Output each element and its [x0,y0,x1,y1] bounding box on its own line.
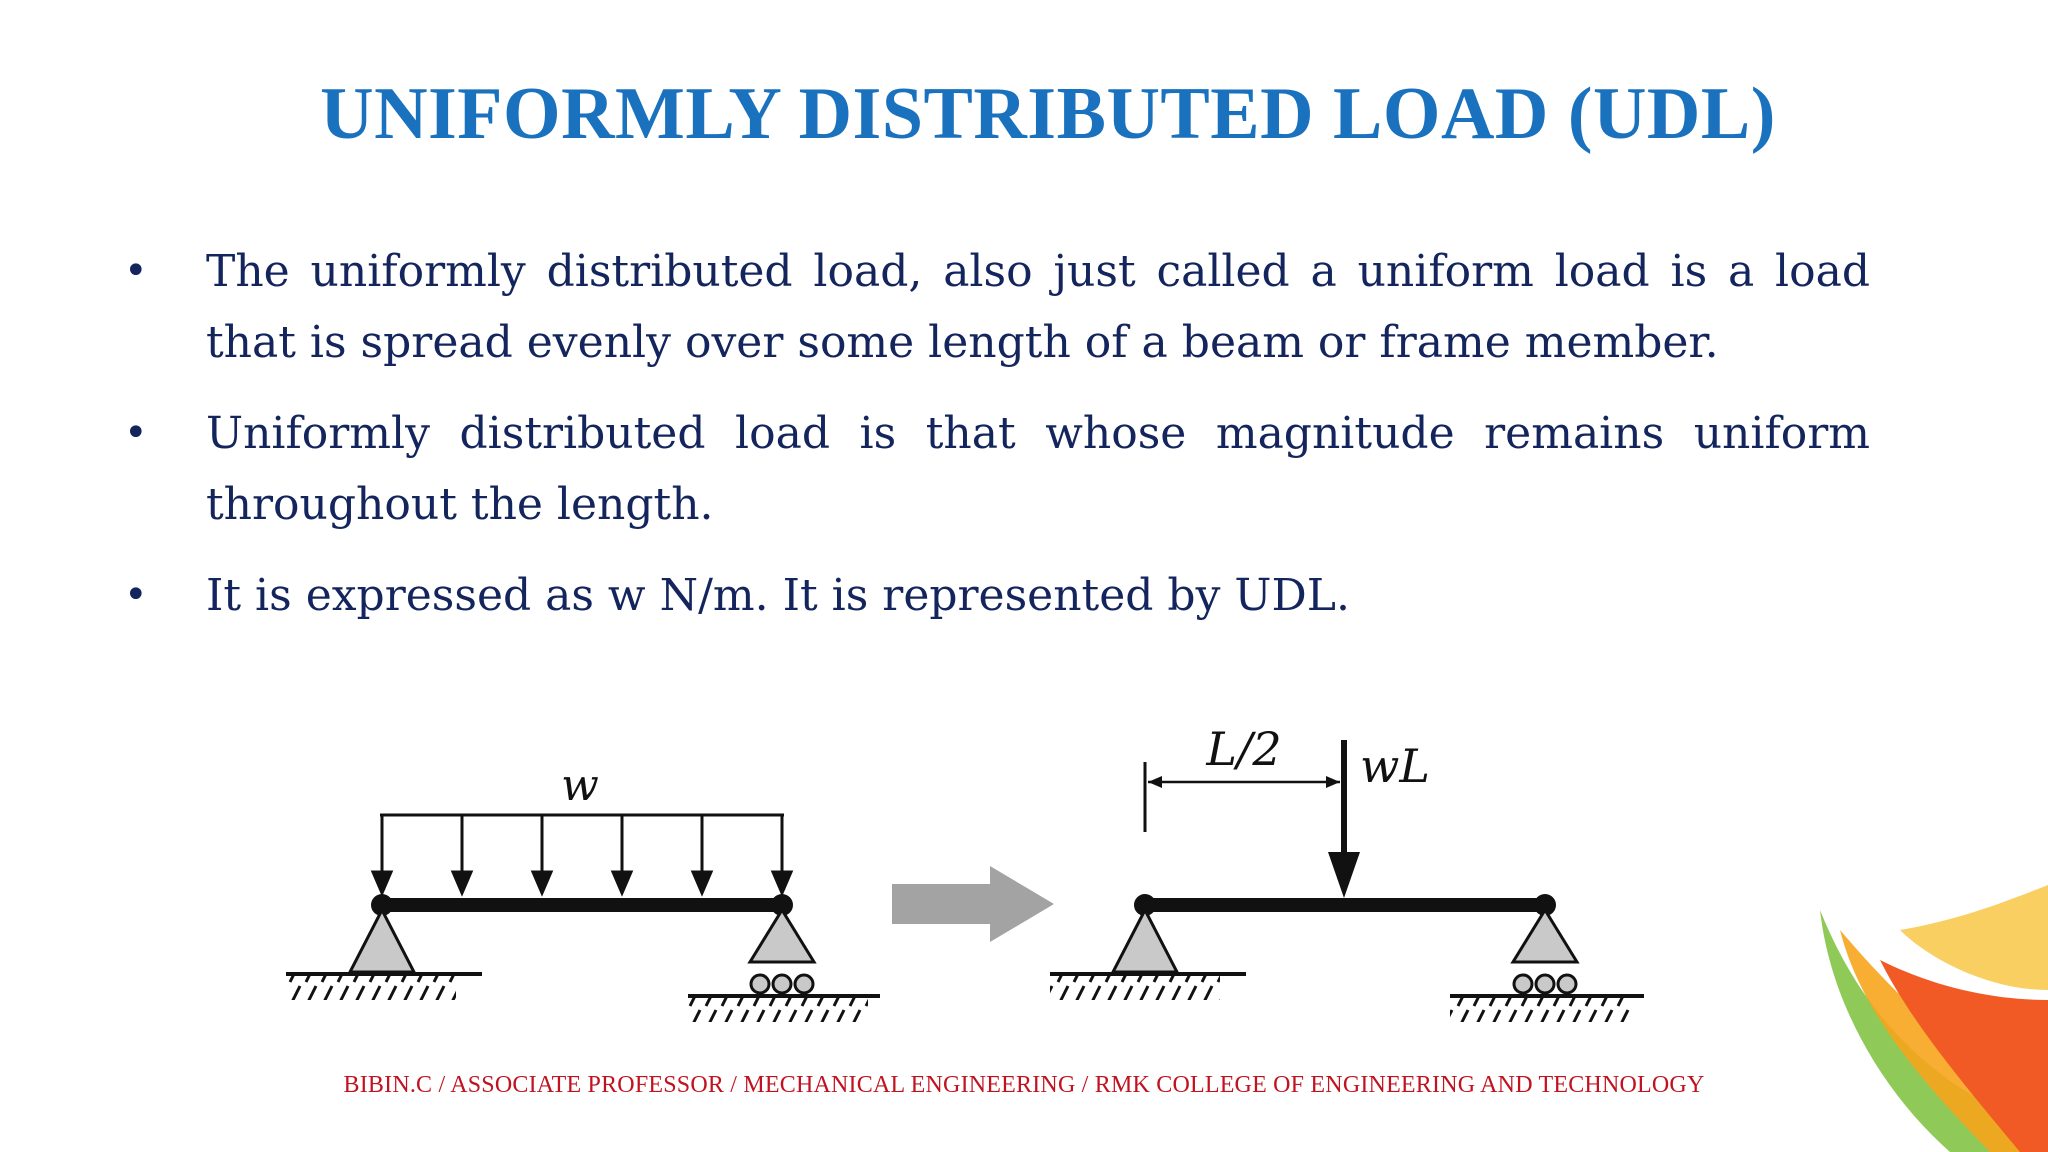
udl-arrows [370,815,794,897]
roller-support [1510,907,1580,964]
slide-title: UNIFORMLY DISTRIBUTED LOAD (UDL) [320,73,1776,155]
roller-support [747,907,817,964]
bullet-list: • The uniformly distributed load, also j… [118,236,1870,651]
udl-beam-figure: w [286,760,880,1022]
bullet-item: • The uniformly distributed load, also j… [118,236,1870,378]
point-load-label: wL [1360,739,1430,793]
bullet-item: • It is expressed as w N/m. It is repres… [118,560,1870,631]
bullet-item: • Uniformly distributed load is that who… [118,398,1870,540]
slide-footer: BIBIN.C / ASSOCIATE PROFESSOR / MECHANIC… [343,1072,1705,1098]
bullet-symbol: • [124,248,148,294]
pin-support [347,906,417,974]
udl-label: w [561,760,599,811]
equivalence-arrow [892,866,1054,942]
distance-label: L/2 [1205,722,1281,776]
bullet-symbol: • [124,572,148,618]
bullet-symbol: • [124,410,148,456]
bullet-text: Uniformly distributed load is that whose… [206,408,1870,530]
bullet-text: The uniformly distributed load, also jus… [206,246,1870,368]
pin-support [1110,906,1180,974]
point-load-beam-figure: L/2 wL [1050,722,1644,1022]
bullet-text: It is expressed as w N/m. It is represen… [206,570,1350,621]
